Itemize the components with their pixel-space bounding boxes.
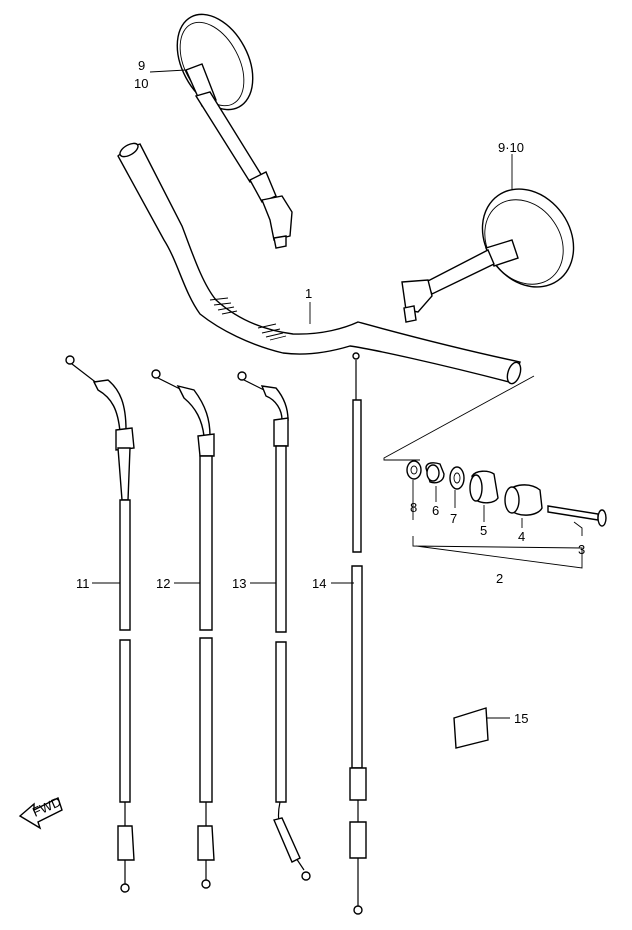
part-5-damper	[469, 470, 499, 504]
fwd-arrow-icon: FWD	[18, 794, 63, 830]
callout-10-left: 10	[134, 76, 148, 91]
cable-12	[151, 369, 215, 889]
callout-4: 4	[518, 529, 525, 544]
callout-2: 2	[496, 571, 503, 586]
part-7-washer	[449, 466, 465, 490]
part-6-collar	[425, 462, 445, 484]
leader-lines	[92, 69, 513, 719]
callout-3: 3	[578, 542, 585, 557]
handlebar	[117, 142, 522, 385]
cable-14	[349, 352, 367, 915]
callout-8: 8	[410, 500, 417, 515]
callout-14: 14	[312, 576, 326, 591]
callout-15: 15	[514, 711, 528, 726]
callout-9-left: 9	[138, 58, 145, 73]
right-mirror	[401, 188, 575, 323]
callout-5: 5	[480, 523, 487, 538]
part-8-nut	[406, 460, 422, 480]
callout-7: 7	[450, 511, 457, 526]
callout-11: 11	[76, 576, 90, 591]
callout-13: 13	[232, 576, 246, 591]
part-4-weight	[504, 484, 543, 516]
callout-1: 1	[305, 286, 312, 301]
callout-labels: 1 2 3 4 5 6 7 8 9 10 9·10 11 12 13 14 15	[76, 58, 585, 726]
callout-6: 6	[432, 503, 439, 518]
cable-13	[237, 371, 311, 881]
cable-11	[65, 355, 135, 893]
label-sticker	[453, 707, 489, 749]
left-mirror	[176, 13, 293, 249]
bar-end-assembly	[383, 375, 607, 569]
part-3-screw	[547, 505, 607, 527]
callout-12: 12	[156, 576, 170, 591]
callout-9-10-right: 9·10	[498, 140, 524, 155]
